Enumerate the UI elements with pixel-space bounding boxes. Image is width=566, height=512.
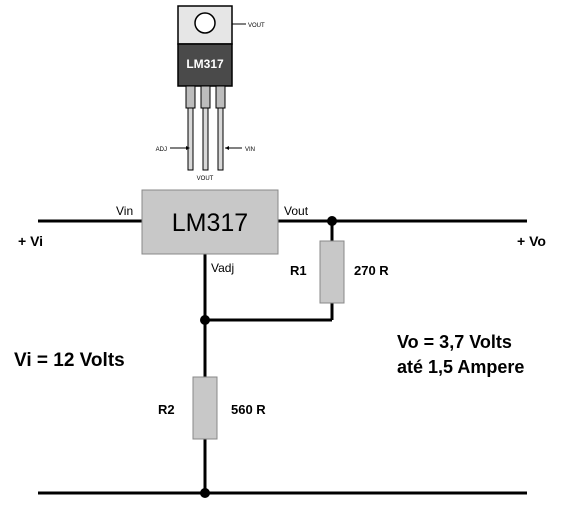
package-mounting-hole <box>194 12 216 34</box>
note-output-voltage: Vo = 3,7 Volts <box>397 332 512 352</box>
junction-output <box>327 216 337 226</box>
package-leg-out-shoulder <box>200 85 211 109</box>
r2-value: 560 R <box>231 402 266 417</box>
r2-name: R2 <box>158 402 175 417</box>
pin-label-adj: ADJ <box>156 147 167 153</box>
pin-label-tab: VOUT <box>248 23 265 29</box>
to220-package: LM317 VOUT ADJ VIN VOUT <box>156 5 265 182</box>
package-leg-adj-shoulder <box>185 85 196 109</box>
terminal-input-label: + Vi <box>18 233 43 249</box>
package-leg-in-shoulder <box>215 85 226 109</box>
pin-label-in: VIN <box>245 147 255 153</box>
note-input-voltage: Vi = 12 Volts <box>14 350 125 371</box>
package-leg-in <box>217 107 224 171</box>
pin-vout-label: Vout <box>284 204 309 218</box>
pin-vin-label: Vin <box>116 204 133 218</box>
resistor-r1 <box>319 240 345 304</box>
resistor-r2 <box>192 376 218 440</box>
regulator-label: LM317 <box>172 209 248 237</box>
r1-name: R1 <box>290 263 307 278</box>
pin-label-out: VOUT <box>197 176 214 182</box>
r1-value: 270 R <box>354 263 389 278</box>
package-leg-out <box>202 107 209 171</box>
package-body <box>177 43 233 87</box>
pointer-adj-arrow <box>186 146 190 150</box>
junction-adj <box>200 315 210 325</box>
pin-vadj-label: Vadj <box>211 261 234 275</box>
regulator-block: LM317 <box>141 189 279 255</box>
pointer-in-arrow <box>225 146 229 150</box>
regulator-box <box>141 189 279 255</box>
package-leg-adj <box>187 107 194 171</box>
note-output-current: até 1,5 Ampere <box>397 357 524 377</box>
package-label: LM317 <box>186 57 224 71</box>
terminal-output-label: + Vo <box>517 233 546 249</box>
junction-ground <box>200 488 210 498</box>
